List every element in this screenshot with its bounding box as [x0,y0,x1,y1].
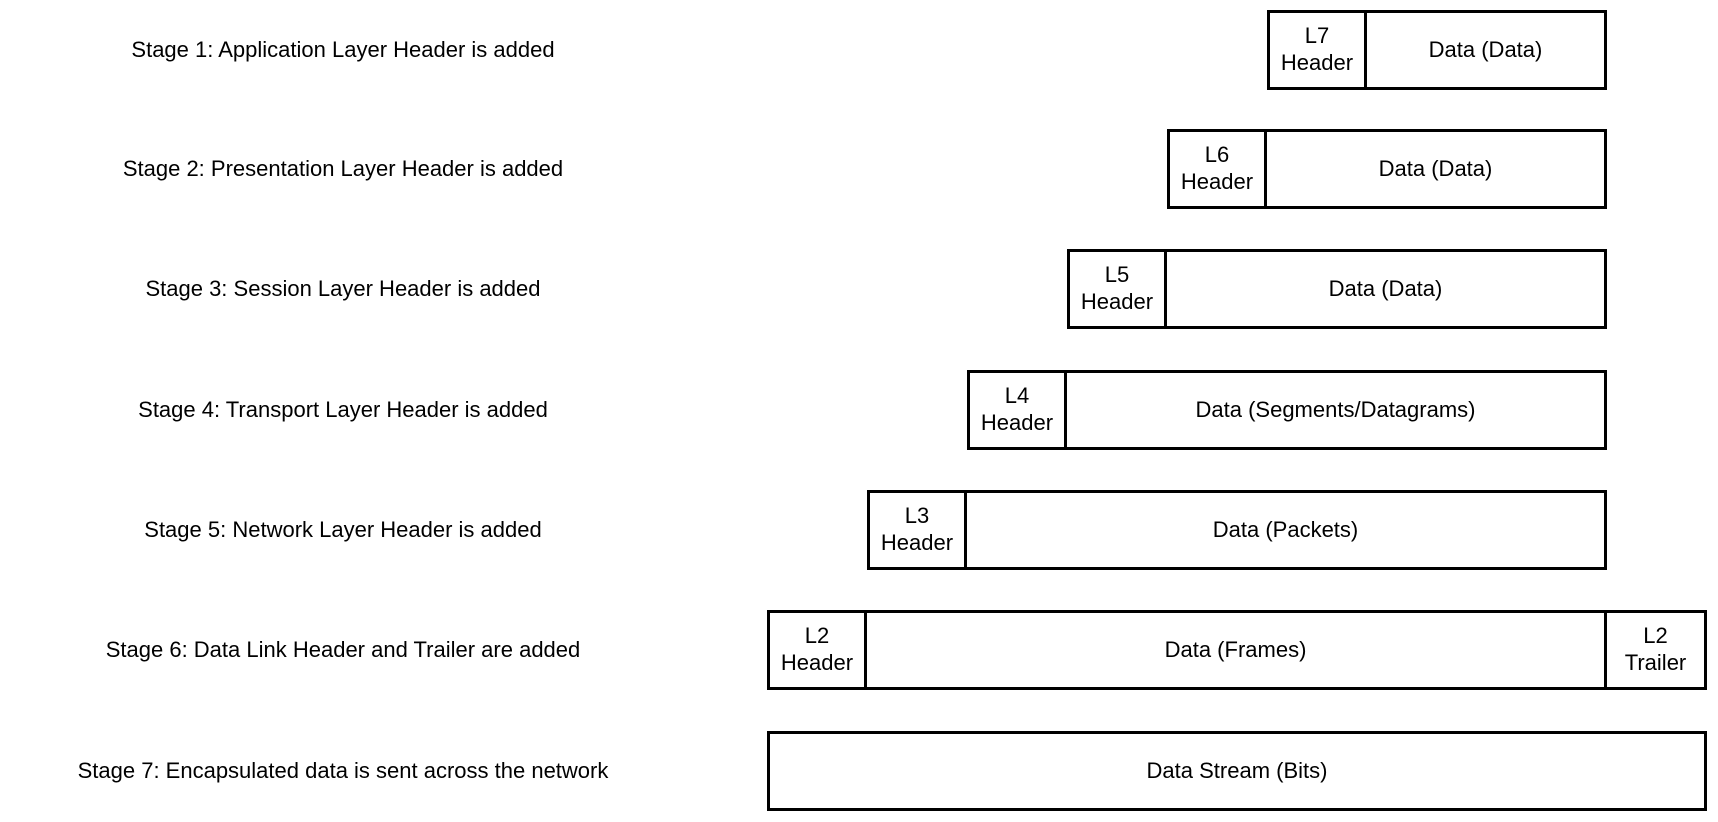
header-line-1: L4 [1004,383,1030,409]
stage-7-label: Stage 7: Encapsulated data is sent acros… [77,757,609,783]
stage-5-data-cell: Data (Packets) [967,490,1607,570]
stage-2-label: Stage 2: Presentation Layer Header is ad… [122,155,564,181]
trailer-line-1: L2 [1643,623,1668,649]
stage-1-pdu: L7 Header Data (Data) [1267,10,1607,90]
stage-1-data-cell: Data (Data) [1367,10,1607,90]
stage-3-pdu: L5 Header Data (Data) [1067,249,1607,329]
stage-3-l5-header-cell: L5 Header [1067,249,1167,329]
header-line-2: Header [880,530,954,555]
stage-3-label: Stage 3: Session Layer Header is added [145,275,541,301]
header-line-2: Header [1280,50,1354,75]
header-line-1: L7 [1304,23,1330,49]
header-line-2: Header [1180,169,1254,194]
stage-5-label: Stage 5: Network Layer Header is added [144,516,542,542]
header-line-1: L6 [1204,142,1230,168]
header-line-2: Header [780,650,854,675]
stage-5-pdu: L3 Header Data (Packets) [867,490,1607,570]
stage-3-data-cell: Data (Data) [1167,249,1607,329]
stage-2-data-cell: Data (Data) [1267,129,1607,209]
stage-7-pdu: Data Stream (Bits) [767,731,1707,811]
stage-7-data-stream-cell: Data Stream (Bits) [767,731,1707,811]
stage-4-pdu: L4 Header Data (Segments/Datagrams) [967,370,1607,450]
stage-6-pdu: L2 Header Data (Frames) L2 Trailer [767,610,1707,690]
stage-6-l2-header-cell: L2 Header [767,610,867,690]
stage-5-l3-header-cell: L3 Header [867,490,967,570]
stage-1-l7-header-cell: L7 Header [1267,10,1367,90]
stage-2-l6-header-cell: L6 Header [1167,129,1267,209]
trailer-line-2: Trailer [1624,650,1687,675]
stage-1-label: Stage 1: Application Layer Header is add… [131,36,555,62]
header-line-1: L2 [804,623,830,649]
header-line-1: L3 [904,503,930,529]
stage-4-l4-header-cell: L4 Header [967,370,1067,450]
stage-2-pdu: L6 Header Data (Data) [1167,129,1607,209]
stage-4-label: Stage 4: Transport Layer Header is added [138,396,548,422]
stage-4-data-cell: Data (Segments/Datagrams) [1067,370,1607,450]
stage-6-data-cell: Data (Frames) [867,610,1607,690]
stage-6-l2-trailer-cell: L2 Trailer [1607,610,1707,690]
header-line-2: Header [1080,289,1154,314]
stage-6-label: Stage 6: Data Link Header and Trailer ar… [105,636,581,662]
header-line-2: Header [980,410,1054,435]
header-line-1: L5 [1104,262,1130,288]
